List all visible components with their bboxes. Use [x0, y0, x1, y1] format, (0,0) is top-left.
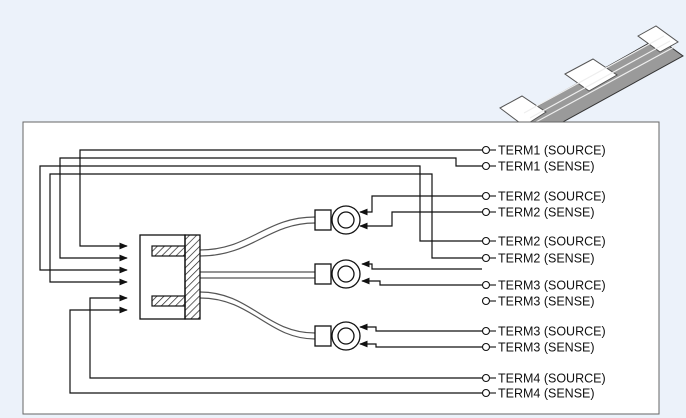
terminal-label: TERM3 (SOURCE): [498, 325, 606, 339]
terminal-label: TERM1 (SENSE): [498, 160, 595, 174]
terminal-connector-icon: [481, 236, 491, 246]
terminal-label: TERM3 (SENSE): [498, 295, 595, 309]
cable-assembly-icon: [499, 25, 684, 135]
terminal-connector-icon: [481, 342, 491, 352]
terminal-label: TERM2 (SENSE): [498, 206, 595, 220]
terminal-connector-icon: [481, 388, 491, 398]
terminal-label: TERM2 (SOURCE): [498, 235, 606, 249]
terminal-connector-icon: [481, 296, 491, 306]
terminal-label: TERM4 (SENSE): [498, 387, 595, 401]
terminal-label: TERM3 (SENSE): [498, 341, 595, 355]
terminal-connector-icon: [481, 145, 491, 155]
terminal-leads: [490, 149, 496, 394]
measurement-meter-icon: [314, 321, 361, 351]
wires: [39, 149, 482, 394]
terminal-label: TERM2 (SOURCE): [498, 190, 606, 204]
measurement-meter-icon: [314, 259, 361, 289]
terminal-connector-icon: [481, 326, 491, 336]
terminal-connector-icon: [481, 161, 491, 171]
terminal-label: TERM1 (SOURCE): [498, 144, 606, 158]
terminal-label: TERM2 (SENSE): [498, 252, 595, 266]
terminal-connector-icon: [481, 191, 491, 201]
terminal-connector-icon: [481, 373, 491, 383]
terminal-labels: TERM1 (SOURCE) TERM1 (SENSE) TERM2 (SOUR…: [498, 144, 606, 401]
terminal-label: TERM3 (SOURCE): [498, 279, 606, 293]
diagram-panel: [22, 121, 660, 415]
terminal-connector-icon: [481, 207, 491, 217]
terminal-connectors: [481, 145, 491, 398]
connector-block-icon: [139, 234, 201, 320]
cables: [199, 216, 316, 340]
terminal-connector-icon: [481, 253, 491, 263]
measurement-meter-icon: [314, 205, 361, 235]
terminal-connector-icon: [481, 280, 491, 290]
terminal-label: TERM4 (SOURCE): [498, 372, 606, 386]
